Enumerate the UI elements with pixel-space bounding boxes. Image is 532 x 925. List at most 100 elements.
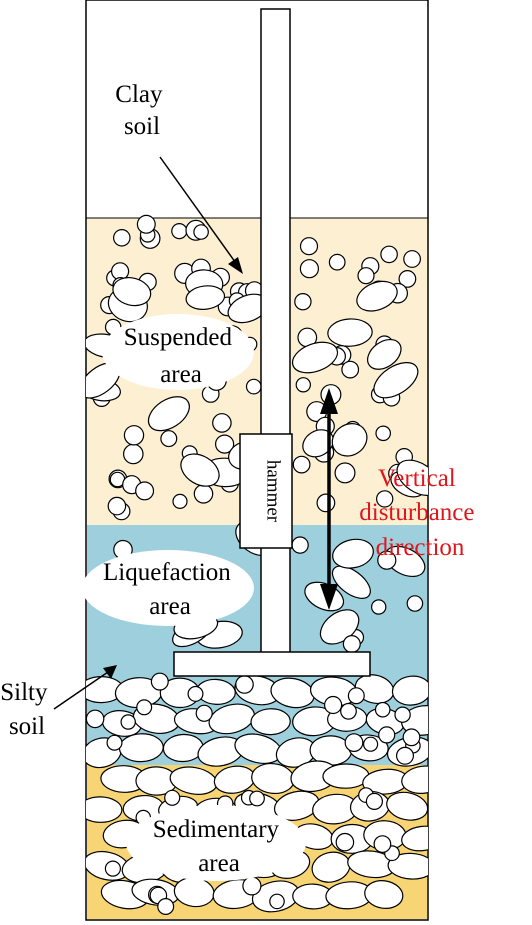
soil-particle-oval <box>250 708 291 736</box>
soil-particle-round <box>376 490 394 508</box>
base-plate <box>173 651 371 677</box>
soil-particle-round <box>377 550 397 570</box>
soil-particle-round <box>212 413 232 433</box>
soil-particle-oval <box>373 362 419 399</box>
soil-particle-round <box>292 455 311 474</box>
soil-particle-round <box>157 897 175 915</box>
arrowhead-down <box>320 584 338 610</box>
soil-particle-round <box>365 792 383 811</box>
soil-particle-round <box>295 377 311 393</box>
soil-particle-oval <box>386 791 428 821</box>
soil-particle-oval <box>332 538 374 569</box>
soil-particle-round <box>104 860 122 877</box>
soil-particle-oval <box>364 880 404 909</box>
soil-particle-oval <box>401 705 428 736</box>
soil-particle-oval <box>331 423 368 457</box>
soil-particle-round <box>187 685 204 702</box>
vertical-disturbance-label: Vertical disturbance direction <box>359 465 480 561</box>
soil-particle-round <box>171 223 188 240</box>
soil-particle-round <box>299 259 319 279</box>
soil-particle-round <box>86 709 105 729</box>
arrowhead-up <box>320 388 338 414</box>
soil-particle-round <box>396 746 415 765</box>
soil-particle-round <box>341 360 360 379</box>
soil-particle-round <box>215 434 235 454</box>
soil-particle-oval <box>185 285 226 310</box>
clay-soil-label: Clay soil <box>115 81 168 140</box>
soil-particle-round <box>136 699 153 716</box>
soil-particle-round <box>398 270 417 288</box>
soil-particle-round <box>402 728 421 747</box>
soil-particle-round <box>294 293 312 311</box>
soil-particle-oval <box>396 459 428 496</box>
soil-particle-round <box>120 714 136 730</box>
soil-particle-round <box>106 734 123 751</box>
soil-particle-oval <box>331 565 371 599</box>
soil-particle-round <box>347 687 365 705</box>
soil-particle-round <box>378 726 396 744</box>
soil-particle-round <box>374 701 391 718</box>
soil-particle-oval <box>401 825 428 852</box>
hammer-label: hammer <box>263 460 284 523</box>
hammer-head <box>239 433 293 549</box>
clay-soil-pointer <box>159 156 239 267</box>
soil-particle-oval <box>356 280 398 312</box>
soil-particle-round <box>193 224 209 240</box>
soil-particle-round <box>403 250 422 268</box>
soil-particle-round <box>172 493 188 509</box>
soil-particle-oval <box>367 338 402 370</box>
soil-particle-round <box>357 267 375 285</box>
soil-particle-round <box>269 893 285 910</box>
soil-particle-round <box>107 496 127 516</box>
soil-particle-round <box>334 462 356 484</box>
soil-particle-round <box>375 425 391 442</box>
suspended-area-label: Suspended area <box>124 324 239 388</box>
soil-particle-round <box>328 253 346 271</box>
soil-particle-round <box>135 481 155 501</box>
soil-particle-oval <box>112 277 152 307</box>
soil-particle-oval <box>387 852 428 880</box>
soil-particle-round <box>242 876 262 896</box>
soil-particle-round <box>249 790 265 807</box>
soil-particle-round <box>195 704 213 722</box>
soil-particle-round <box>113 229 131 247</box>
silty-soil-pointer <box>53 671 109 710</box>
soil-particle-round <box>344 733 364 752</box>
soil-particle-oval <box>291 341 339 374</box>
soil-particle-round <box>371 599 387 615</box>
soil-particle-round <box>123 425 145 446</box>
soil-particle-round <box>235 675 254 694</box>
soil-particle-round <box>193 483 214 504</box>
soil-particle-round <box>394 706 411 723</box>
label-backgrounds <box>82 314 306 881</box>
soil-particle-round <box>316 493 336 513</box>
liquefaction-area-label: Liquefaction area <box>103 559 237 620</box>
soil-particle-round <box>136 214 156 234</box>
silty-soil-label: Silty soil <box>0 679 54 740</box>
soil-particle-oval <box>86 796 123 823</box>
soil-particle-round <box>164 789 181 806</box>
soil-particle-round <box>245 378 262 395</box>
sedimentary-area-label: Sedimentary area <box>153 816 286 877</box>
soil-particle-round <box>363 736 379 752</box>
soil-particle-round <box>340 702 357 720</box>
soil-particle-round <box>123 443 144 465</box>
soil-particle-round <box>406 595 424 612</box>
soil-particle-round <box>342 634 361 653</box>
soil-particle-round <box>160 430 178 448</box>
clay-soil-arrowhead <box>228 257 243 274</box>
soil-particle-oval <box>322 763 370 789</box>
soil-particle-round <box>373 835 392 853</box>
soil-particle-oval <box>208 703 255 735</box>
soil-particle-round <box>291 536 309 554</box>
soil-particle-round <box>299 237 319 256</box>
soil-particle-round <box>324 695 343 715</box>
soil-particle-oval <box>302 429 334 458</box>
soil-particle-oval <box>401 765 428 794</box>
soil-particle-round <box>335 832 355 852</box>
silty-soil-arrowhead <box>103 665 117 679</box>
soil-particle-oval <box>180 453 220 487</box>
soil-particle-round <box>380 245 398 264</box>
soil-particle-oval <box>391 675 428 706</box>
